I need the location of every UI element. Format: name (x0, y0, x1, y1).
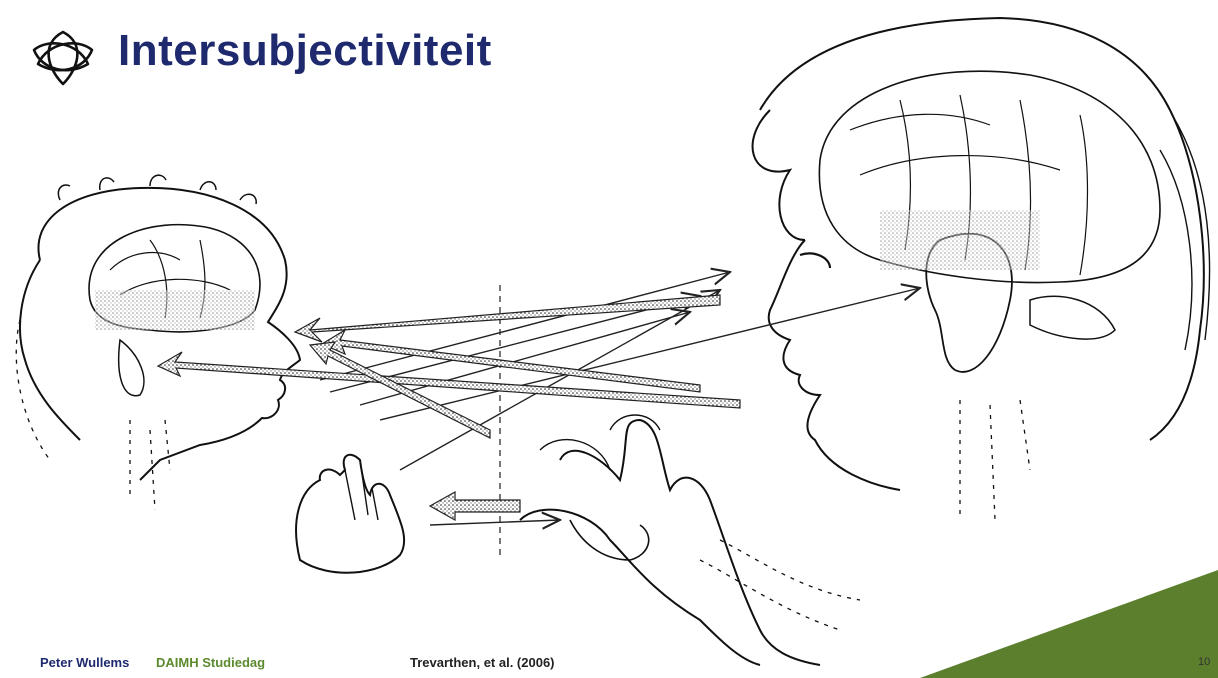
footer-citation: Trevarthen, et al. (2006) (410, 655, 555, 670)
adult-hand-icon (520, 415, 860, 665)
infant-hand-icon (296, 455, 404, 573)
infant-head-icon (16, 175, 300, 510)
footer-author: Peter Wullems (40, 655, 129, 670)
page-number: 10 (1198, 656, 1210, 668)
footer-event: DAIMH Studiedag (156, 655, 265, 670)
